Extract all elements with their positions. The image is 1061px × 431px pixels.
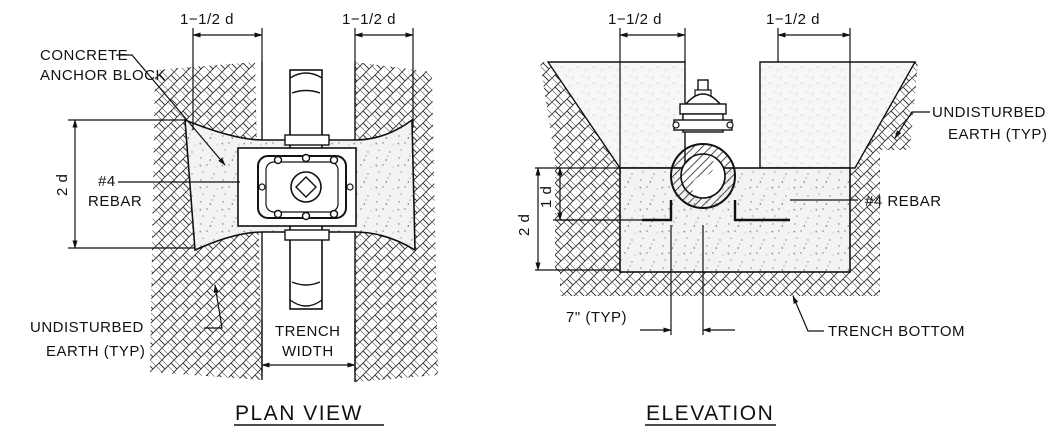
elev-rebar-label: #4 REBAR (865, 193, 942, 210)
elev-backfill-right (759, 61, 917, 169)
plan-top-dims: 1−1/2 d 1−1/2 d (180, 11, 414, 130)
plan-pipe (284, 69, 330, 310)
plan-rebar-label-2: REBAR (88, 193, 142, 210)
plan-2d-label: 2 d (54, 174, 71, 196)
plan-valve (237, 147, 357, 227)
elevation-title: ELEVATION (646, 402, 774, 425)
plan-view: 1−1/2 d 1−1/2 d CONCRETE ANCHOR BLOCK 2 … (30, 11, 438, 426)
plan-concrete-label-2: ANCHOR BLOCK (40, 67, 166, 84)
plan-concrete-callout: CONCRETE ANCHOR BLOCK (40, 47, 226, 166)
elev-top-dims: 1−1/2 d 1−1/2 d (608, 11, 851, 170)
elev-vertical-dims: 2 d 1 d (516, 167, 620, 271)
plan-concrete-label-1: CONCRETE (40, 47, 128, 64)
elev-trench-bottom-label: TRENCH BOTTOM (828, 323, 965, 340)
plan-trench-label-2: WIDTH (282, 343, 334, 360)
plan-view-title: PLAN VIEW (235, 402, 363, 425)
plan-dim-left: 1−1/2 d (180, 11, 234, 28)
plan-undisturbed-callout: UNDISTURBED EARTH (TYP) (30, 284, 223, 360)
elev-seven-dim: 7" (TYP) (566, 225, 735, 335)
plan-undisturbed-label-2: EARTH (TYP) (46, 343, 145, 360)
plan-trench-label-1: TRENCH (275, 323, 341, 340)
plan-rebar-label-1: #4 (98, 173, 116, 190)
elev-valve (670, 79, 736, 209)
elev-undisturbed-label-1: UNDISTURBED (932, 104, 1046, 121)
plan-undisturbed-label-1: UNDISTURBED (30, 319, 144, 336)
elev-seven-label: 7" (TYP) (566, 309, 627, 326)
elev-1d-label: 1 d (538, 186, 555, 208)
elevation-view: 1−1/2 d 1−1/2 d UNDISTURBED EARTH (TYP) … (516, 11, 1047, 426)
plan-2d-dim: 2 d (54, 119, 195, 249)
elev-trench-bottom-callout: TRENCH BOTTOM (792, 295, 965, 340)
elev-rebar (560, 199, 858, 222)
elev-undisturbed-label-2: EARTH (TYP) (948, 126, 1047, 143)
elev-dim-left: 1−1/2 d (608, 11, 662, 28)
elev-dim-right: 1−1/2 d (766, 11, 820, 28)
elev-2d-label: 2 d (516, 214, 533, 236)
elev-undisturbed-callout: UNDISTURBED EARTH (TYP) (894, 104, 1047, 143)
plan-trench-width: TRENCH WIDTH (261, 318, 356, 372)
plan-rebar-callout: #4 REBAR (88, 173, 240, 210)
plan-dim-right: 1−1/2 d (342, 11, 396, 28)
